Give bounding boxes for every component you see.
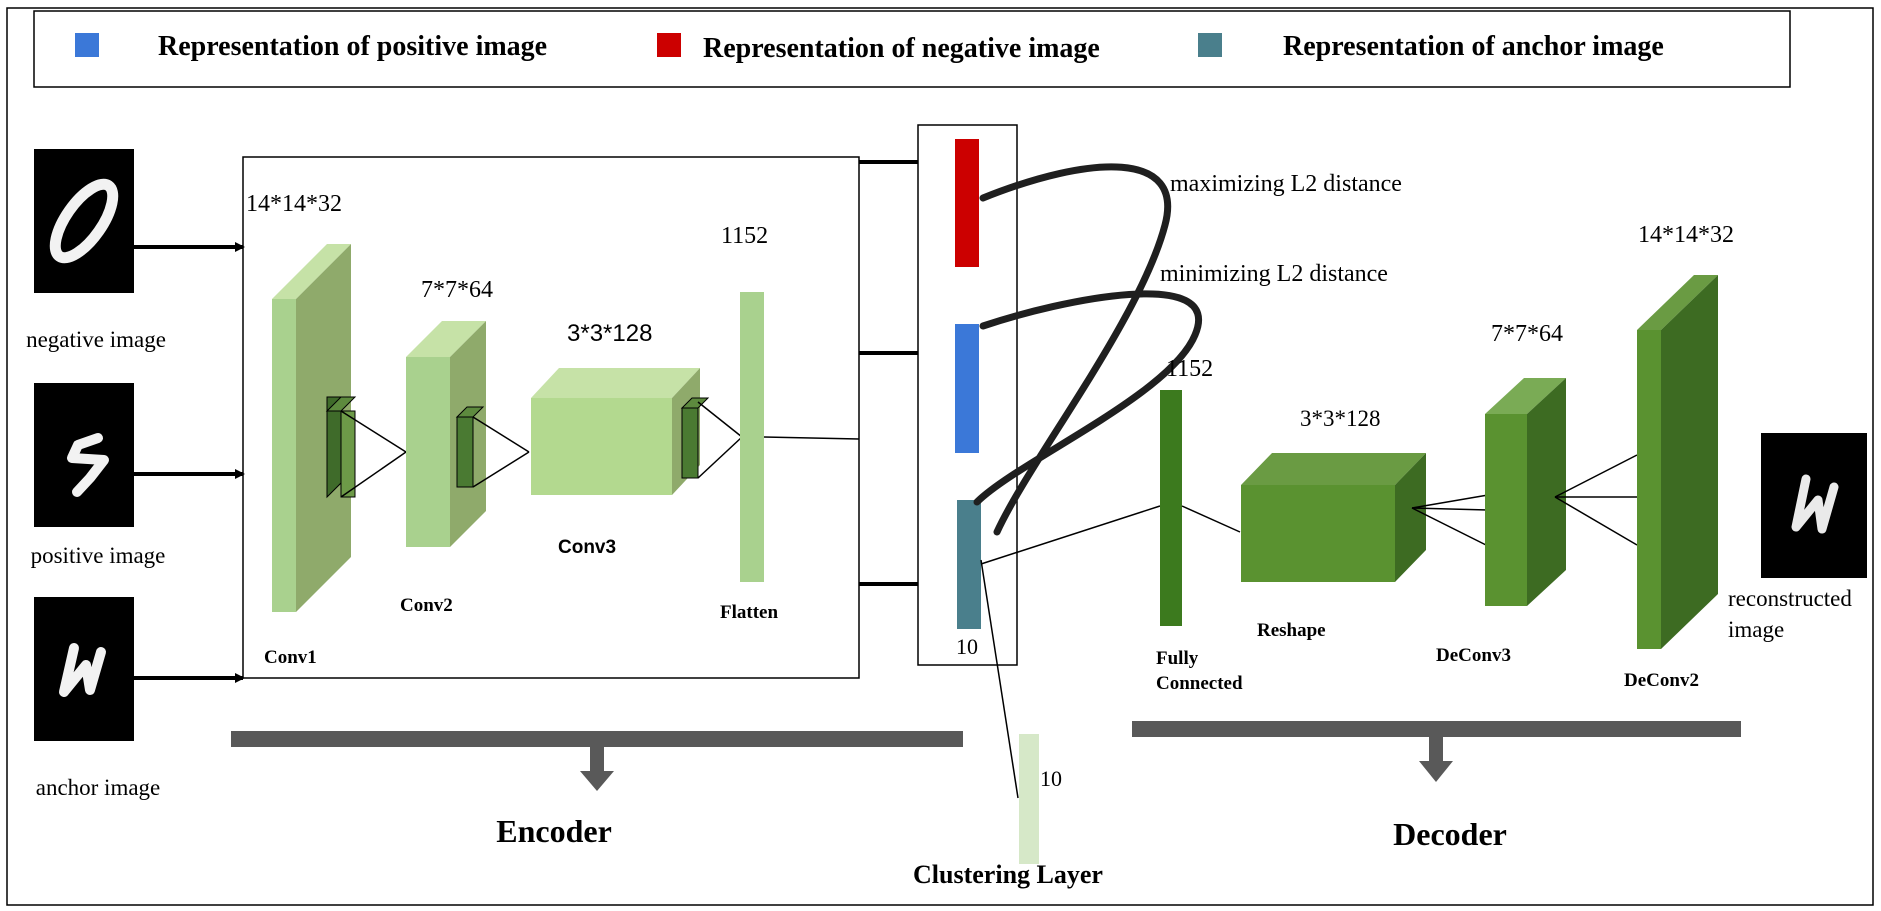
reconstructed-label-line1: reconstructed <box>1728 586 1852 611</box>
positive-image-label: positive image <box>31 543 166 568</box>
clustering-layer: 10 Clustering Layer <box>913 559 1103 889</box>
embedding-dim-label: 10 <box>956 634 978 659</box>
fc-label-line1: Fully <box>1156 648 1199 669</box>
clustering-dim-label: 10 <box>1040 766 1062 791</box>
conv3-label: Conv3 <box>558 537 616 558</box>
encoder-title: Encoder <box>496 813 612 849</box>
deconv2-block: 14*14*32 DeConv2 <box>1624 222 1734 691</box>
conv3-block: 3*3*128 Conv3 <box>531 320 743 558</box>
legend-positive-swatch <box>75 33 99 57</box>
clustering-layer-label: Clustering Layer <box>913 860 1103 889</box>
deconv3-dim-label: 7*7*64 <box>1491 321 1563 347</box>
decoder-title: Decoder <box>1393 816 1507 852</box>
anchor-input: anchor image <box>34 597 160 800</box>
deconv2-dim-label: 14*14*32 <box>1638 222 1734 248</box>
legend-negative-label: Representation of negative image <box>703 33 1100 64</box>
min-distance-label: minimizing L2 distance <box>1160 261 1388 287</box>
legend-anchor-swatch <box>1198 33 1222 57</box>
flatten-bar <box>740 292 764 582</box>
min-distance-curve <box>973 290 1202 506</box>
encoder-box <box>242 156 860 679</box>
digit-zero-glyph <box>49 178 119 264</box>
deconv3-label: DeConv3 <box>1436 645 1511 666</box>
legend-box <box>33 10 1791 88</box>
legend: Representation of positive image Represe… <box>33 10 1791 88</box>
conv1-label: Conv1 <box>264 647 317 668</box>
embedding-box: 10 <box>917 124 1018 666</box>
negative-image-label: negative image <box>26 327 166 352</box>
flatten-dim-label: 1152 <box>721 223 768 249</box>
reshape-label: Reshape <box>1257 620 1326 641</box>
conv3-dim-label: 3*3*128 <box>567 320 652 347</box>
anchor-image-label: anchor image <box>36 775 161 800</box>
digit-four-glyph <box>59 643 106 697</box>
conv1-dim-label: 14*14*32 <box>246 191 342 217</box>
flatten-label: Flatten <box>720 602 778 623</box>
clustering-bar <box>1019 734 1039 864</box>
reshape-block: 3*3*128 Reshape <box>1241 406 1489 641</box>
fc-label-line2: Connected <box>1156 673 1243 694</box>
flatten-block: 1152 Flatten <box>720 223 860 623</box>
reconstructed-label-line2: image <box>1728 617 1784 642</box>
reconstructed-digit-glyph <box>1791 474 1839 534</box>
conv2-block: 7*7*64 Conv2 <box>400 277 530 616</box>
negative-input: negative image <box>26 149 166 352</box>
fc-dim-label: 1152 <box>1166 356 1213 382</box>
conv1-block: 14*14*32 Conv1 <box>246 191 407 668</box>
conv2-dim-label: 7*7*64 <box>421 277 493 303</box>
digit-five-glyph <box>67 433 109 497</box>
negative-image-thumbnail <box>34 149 134 293</box>
conv2-label: Conv2 <box>400 595 453 616</box>
positive-embedding-bar <box>955 324 979 453</box>
legend-anchor-label: Representation of anchor image <box>1283 31 1664 62</box>
negative-embedding-bar <box>955 139 979 267</box>
embedding-to-fc-line <box>980 505 1161 565</box>
decoder-bracket: Decoder <box>1132 721 1741 852</box>
max-distance-label: maximizing L2 distance <box>1170 171 1402 197</box>
legend-negative-swatch <box>657 33 681 57</box>
outer-frame <box>6 7 1874 906</box>
deconv3-block: 7*7*64 DeConv3 <box>1436 321 1638 666</box>
reshape-dim-label: 3*3*128 <box>1300 406 1381 431</box>
deconv2-label: DeConv2 <box>1624 670 1699 691</box>
fc-bar <box>1160 390 1182 626</box>
fully-connected-block: 1152 Fully Connected <box>1156 356 1243 694</box>
positive-input: positive image <box>31 383 166 568</box>
legend-positive-label: Representation of positive image <box>158 31 547 62</box>
anchor-embedding-bar <box>957 500 981 629</box>
encoder-bracket: Encoder <box>231 731 963 849</box>
reconstructed-output: reconstructed image <box>1728 433 1867 642</box>
